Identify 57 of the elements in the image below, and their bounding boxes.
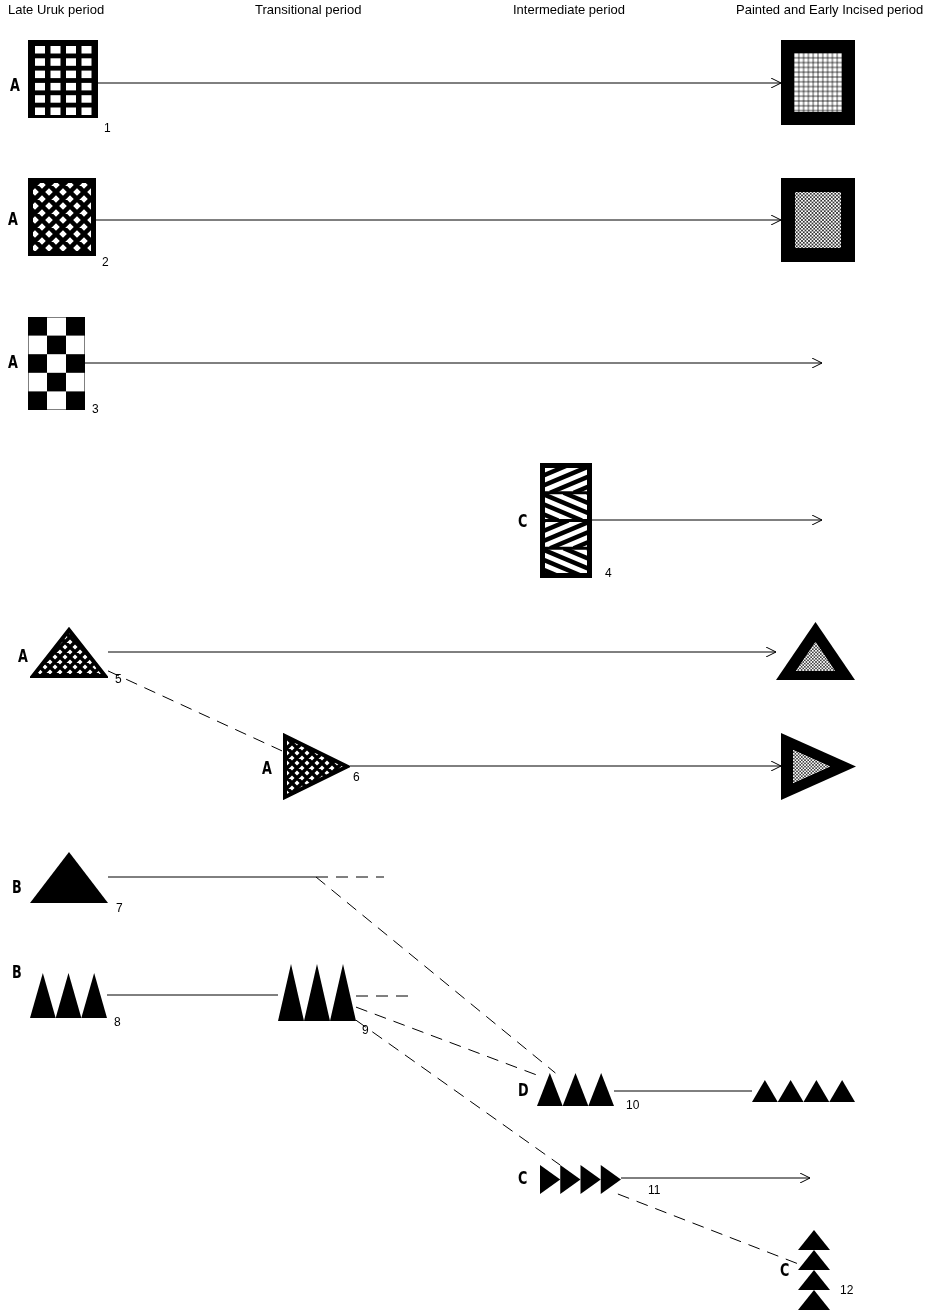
arrow <box>620 1172 811 1184</box>
triangle-row-drawing <box>752 1080 855 1102</box>
column-heading: Painted and Early Incised period <box>736 2 924 17</box>
group-letter: A <box>262 759 272 777</box>
connector-line <box>613 1090 753 1092</box>
arrow <box>349 760 782 772</box>
column-heading: Late Uruk period <box>8 2 105 17</box>
motif-number: 7 <box>116 902 123 915</box>
dashed-line <box>355 1019 561 1166</box>
framed-grid-motif-drawing <box>781 40 855 125</box>
group-letter: A <box>18 647 28 665</box>
group-letter: C <box>518 512 528 530</box>
motif-number: 11 <box>648 1184 661 1197</box>
lattice-motif-drawing <box>28 178 96 256</box>
motif-number: 8 <box>114 1016 121 1029</box>
motif-number: 5 <box>115 673 122 686</box>
solid-triangle-drawing <box>30 852 108 903</box>
checker-motif-drawing <box>28 317 85 410</box>
dashed-line <box>617 1193 799 1265</box>
arrow <box>84 357 823 369</box>
framed-triangle-drawing <box>781 733 856 800</box>
motif-number: 12 <box>840 1284 854 1297</box>
grid-motif-drawing <box>28 40 98 118</box>
column-heading: Intermediate period <box>513 2 625 17</box>
dashed-line <box>107 670 283 752</box>
group-letter: C <box>780 1261 790 1279</box>
arrow <box>97 77 782 89</box>
connector-line <box>106 994 279 996</box>
motif-number: 10 <box>626 1099 640 1112</box>
group-letter: B <box>12 878 22 896</box>
arrow <box>591 514 823 526</box>
group-letter: C <box>518 1169 528 1187</box>
framed-lattice-motif-drawing <box>781 178 855 262</box>
motif-number: 3 <box>92 403 99 416</box>
arrow <box>95 214 782 226</box>
motif-number: 1 <box>104 122 111 135</box>
triangle-row-drawing <box>537 1073 614 1106</box>
group-letter: A <box>8 210 18 228</box>
group-letter: D <box>518 1081 529 1099</box>
triangle-row-drawing <box>540 1165 621 1194</box>
triangle-stack-drawing <box>798 1230 830 1310</box>
group-letter: A <box>8 353 18 371</box>
column-heading: Transitional period <box>255 2 362 17</box>
group-letter: B <box>12 963 22 981</box>
framed-triangle-drawing <box>776 622 855 680</box>
motif-number: 9 <box>362 1024 369 1037</box>
group-letter: A <box>10 76 20 94</box>
dashed-line <box>355 1006 538 1076</box>
triangle-row-drawing <box>278 964 356 1021</box>
motif-number: 6 <box>353 771 360 784</box>
lattice-triangle-drawing <box>30 627 108 679</box>
lattice-triangle-drawing <box>282 733 350 800</box>
motif-number: 2 <box>102 256 109 269</box>
zigzag-motif-drawing <box>540 463 592 578</box>
triangle-row-drawing <box>30 973 107 1018</box>
arrow <box>107 646 777 658</box>
motif-number: 4 <box>605 567 612 580</box>
